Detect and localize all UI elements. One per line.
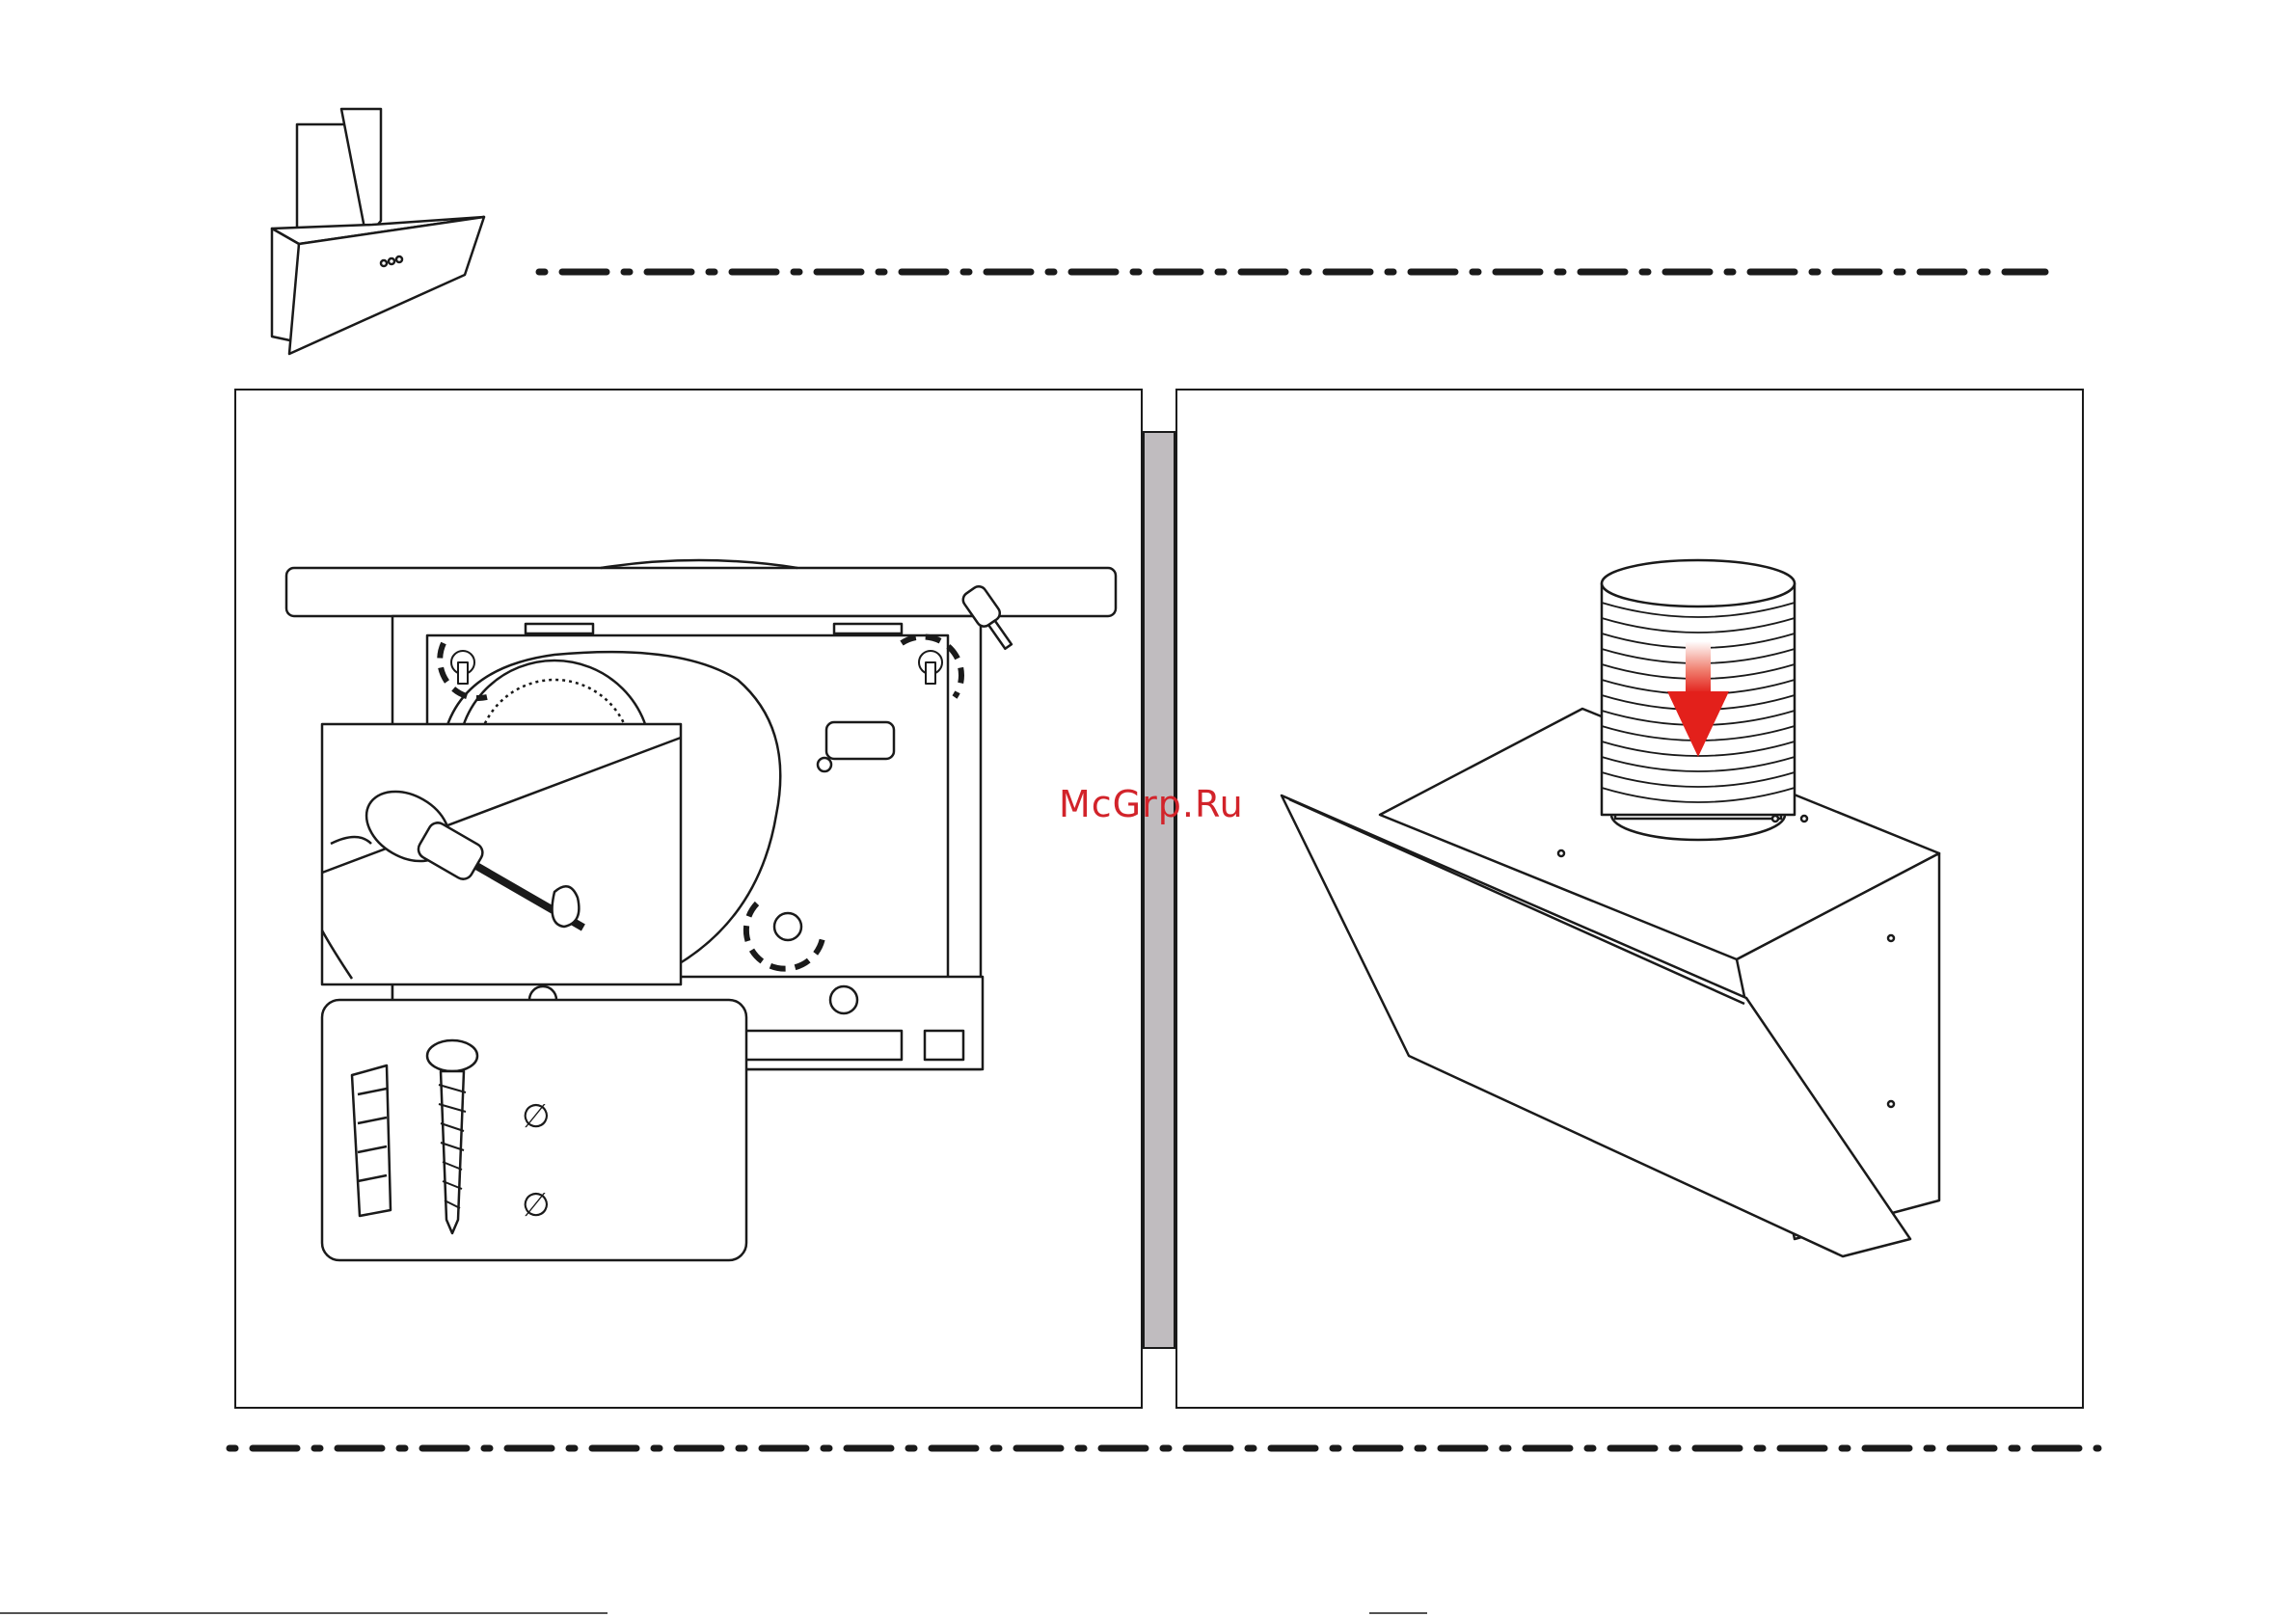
top-dashed-divider (535, 264, 2049, 280)
duct-attach-diagram (1177, 391, 2082, 1407)
cooker-hood-product-icon (260, 101, 492, 362)
hood-wall-mount-screw-diagram: ∅ ∅ (236, 391, 1141, 1407)
page-bottom-edge (0, 1610, 2296, 1616)
bottom-dashed-divider (226, 1441, 2102, 1456)
panel-divider-bar (1143, 431, 1175, 1349)
diameter-symbol-1: ∅ (522, 1097, 551, 1136)
left-step-panel: ∅ ∅ (234, 389, 1143, 1409)
right-step-panel (1175, 389, 2084, 1409)
watermark-text: McGrp.Ru (1059, 783, 1244, 825)
diameter-symbol-2: ∅ (522, 1186, 551, 1225)
